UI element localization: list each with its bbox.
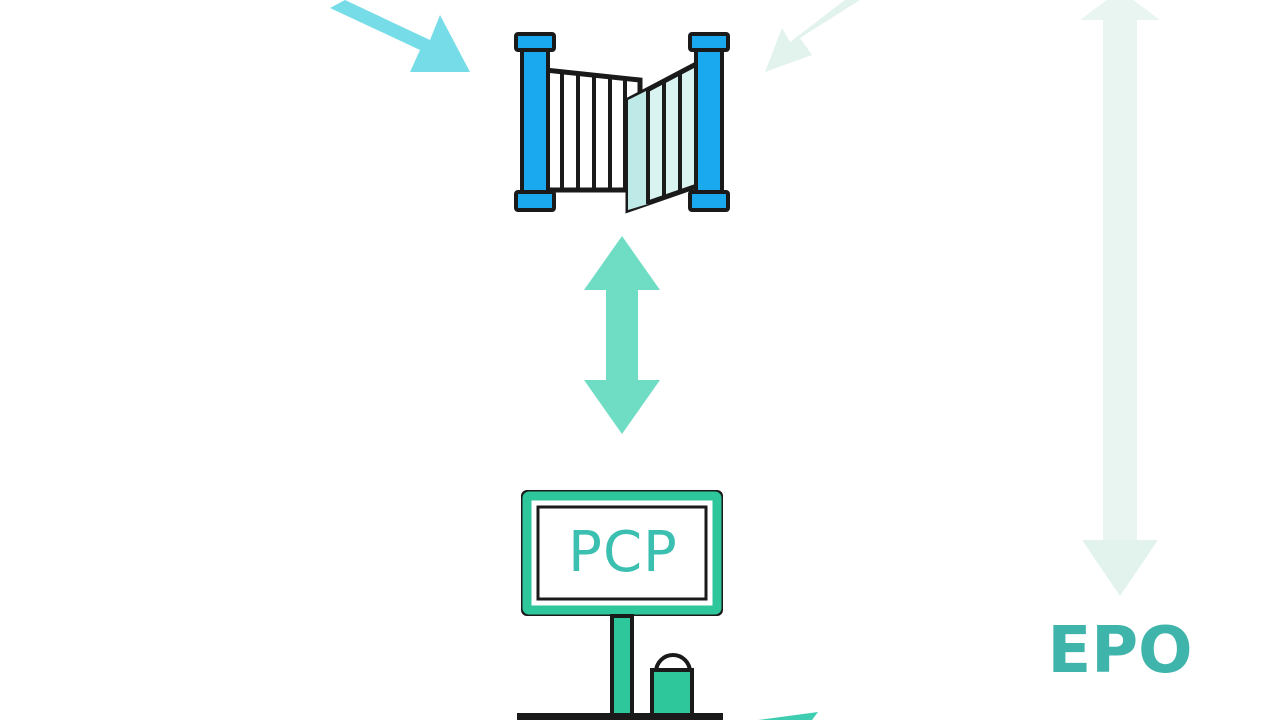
pcp-sign-icon xyxy=(517,490,723,720)
gate-left-panel xyxy=(542,67,643,193)
arrow-bottom-small xyxy=(758,712,818,720)
gate-left-post xyxy=(514,32,556,212)
arrow-topleft xyxy=(330,0,470,72)
gate-right-post xyxy=(688,32,730,212)
gate-right-panel xyxy=(625,57,703,214)
pcp-label: PCP xyxy=(568,520,678,585)
arrow-topright-faint xyxy=(765,0,860,72)
epo-label: EPO xyxy=(1047,614,1193,688)
gate-icon xyxy=(514,32,730,214)
arrow-gate-pcp xyxy=(584,236,660,434)
arrow-epo-vertical xyxy=(1080,0,1160,596)
